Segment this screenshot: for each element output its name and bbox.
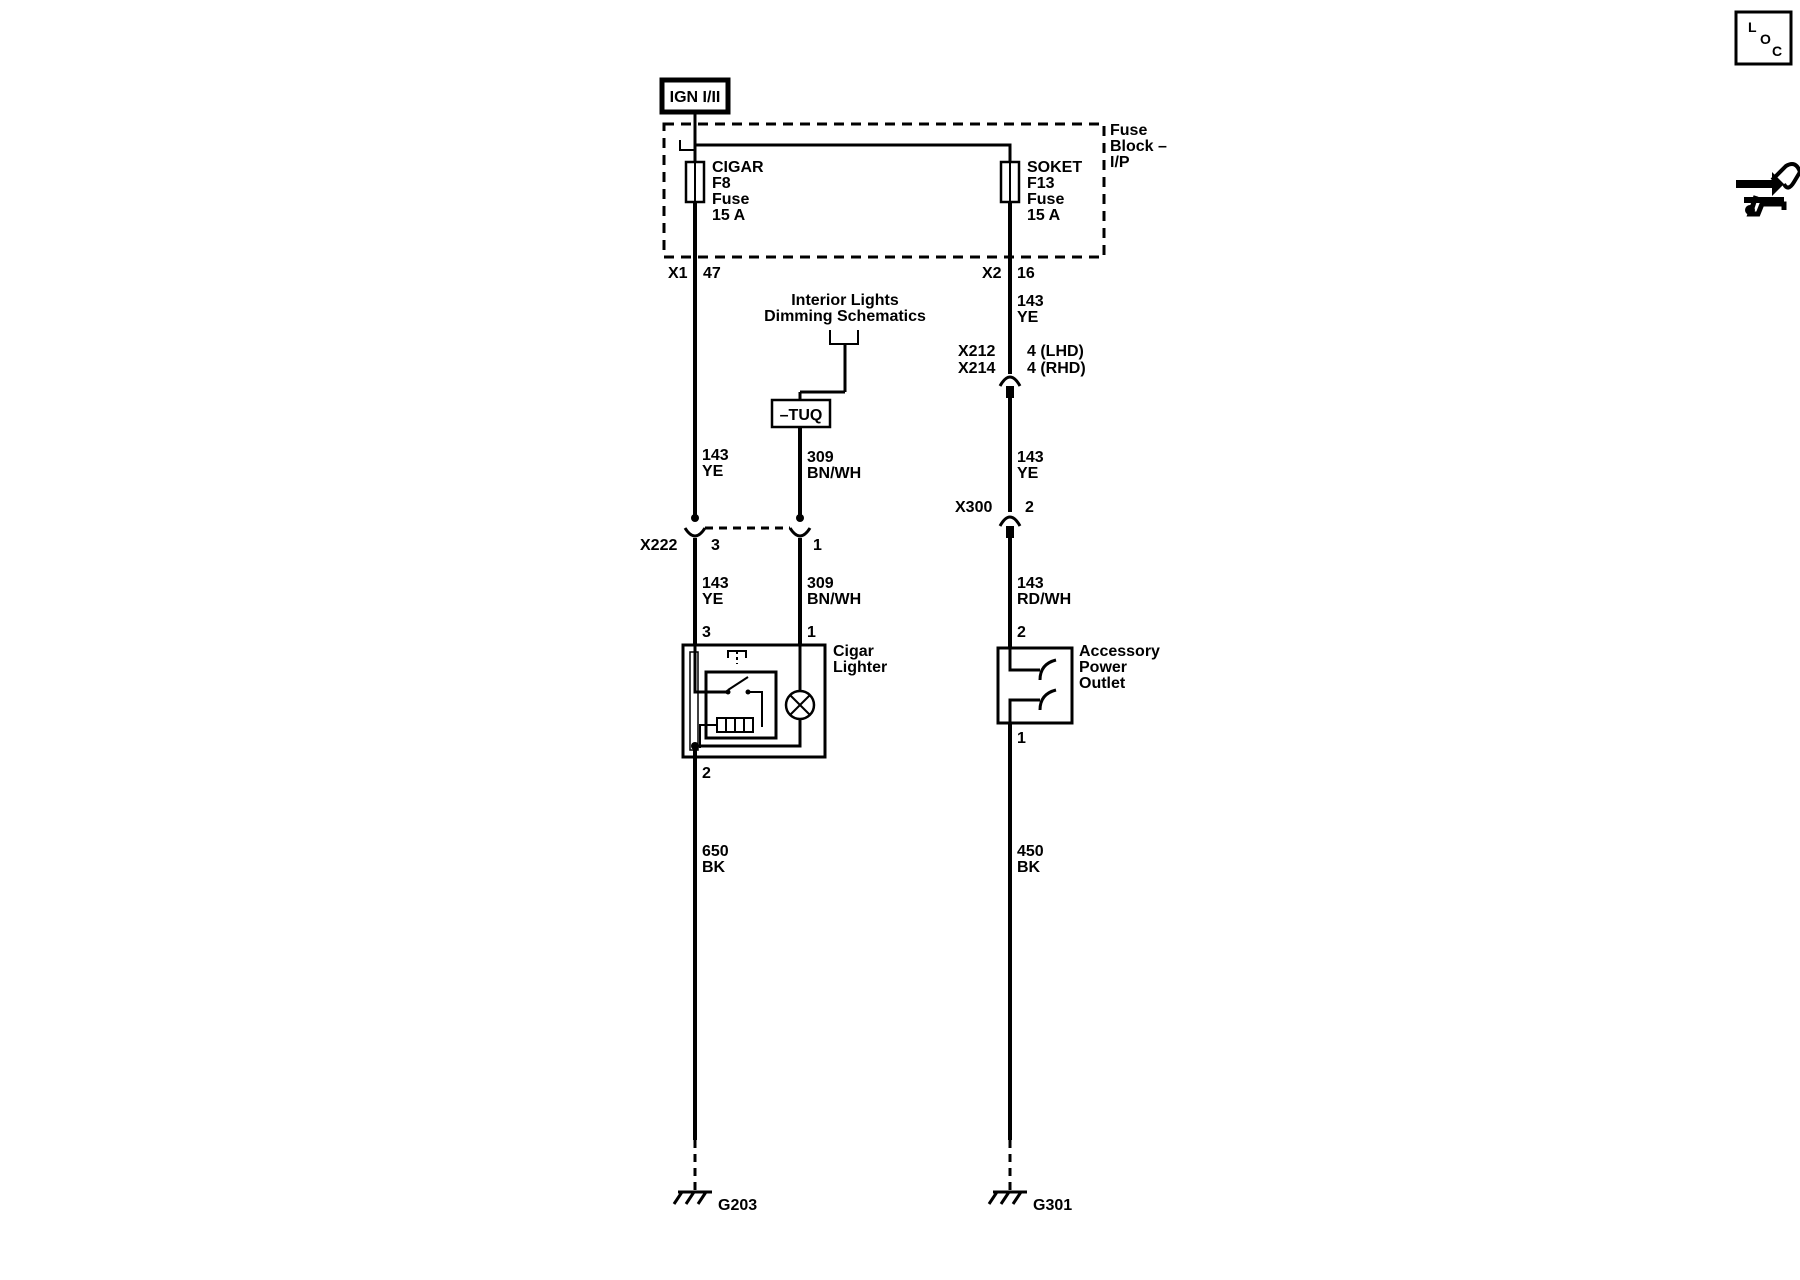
diagnostic-connector-icon: [1736, 162, 1800, 217]
svg-text:2: 2: [702, 765, 711, 782]
svg-text:X222: X222: [640, 537, 677, 554]
svg-text:Fuse: Fuse: [1027, 191, 1064, 208]
fuse-bus-bar: [693, 112, 1012, 162]
svg-text:2: 2: [1017, 624, 1026, 641]
svg-text:309: 309: [807, 449, 834, 466]
bus-splice: [679, 140, 695, 151]
svg-text:X300: X300: [955, 499, 992, 516]
accessory-power-outlet: 2 Accessory Power Outlet 1: [996, 624, 1160, 747]
svg-text:Outlet: Outlet: [1079, 675, 1126, 692]
svg-text:143: 143: [1017, 449, 1044, 466]
svg-text:X212: X212: [958, 343, 995, 360]
option-tuq-box: –TUQ: [770, 398, 832, 429]
svg-text:309: 309: [807, 575, 834, 592]
svg-text:SOKET: SOKET: [1027, 159, 1082, 176]
power-source-label: IGN I/II: [670, 89, 721, 106]
svg-text:BN/WH: BN/WH: [807, 465, 861, 482]
svg-text:Fuse: Fuse: [1110, 122, 1147, 139]
svg-text:Accessory: Accessory: [1079, 643, 1160, 660]
ground-g203-label: G203: [718, 1197, 757, 1214]
svg-text:YE: YE: [1017, 465, 1039, 482]
fuse-f13: SOKET F13 Fuse 15 A: [999, 159, 1082, 224]
svg-text:Interior Lights: Interior Lights: [791, 292, 899, 309]
ground-g301-label: G301: [1033, 1197, 1072, 1214]
svg-text:O: O: [1760, 31, 1771, 47]
svg-text:143: 143: [1017, 293, 1044, 310]
svg-text:Power: Power: [1079, 659, 1127, 676]
svg-text:YE: YE: [702, 463, 724, 480]
svg-text:143: 143: [1017, 575, 1044, 592]
connector-x1-pin: 47: [703, 265, 721, 282]
connector-x2-label: X2: [982, 265, 1002, 282]
svg-text:Block –: Block –: [1110, 138, 1167, 155]
dimming-reference: Interior Lights Dimming Schematics: [764, 292, 926, 400]
svg-text:Fuse: Fuse: [712, 191, 749, 208]
connector-x222: X222 3 1: [640, 514, 822, 554]
svg-text:Dimming Schematics: Dimming Schematics: [764, 308, 926, 325]
ground-g203: G203: [672, 1190, 757, 1214]
svg-text:2: 2: [1025, 499, 1034, 516]
fuse-block-outline: [662, 122, 1106, 259]
svg-text:15 A: 15 A: [712, 207, 746, 224]
svg-text:BN/WH: BN/WH: [807, 591, 861, 608]
svg-text:1: 1: [1017, 730, 1026, 747]
svg-text:15 A: 15 A: [1027, 207, 1061, 224]
ground-g301: G301: [987, 1190, 1072, 1214]
svg-text:YE: YE: [702, 591, 724, 608]
svg-text:L: L: [1748, 19, 1757, 35]
cigar-lighter: 3 1 Cigar Lighter 2: [681, 624, 887, 782]
svg-text:1: 1: [807, 624, 816, 641]
svg-text:C: C: [1772, 43, 1782, 59]
power-source-box: IGN I/II: [659, 77, 731, 115]
svg-text:Cigar: Cigar: [833, 643, 874, 660]
fuse-f8: CIGAR F8 Fuse 15 A: [684, 145, 764, 224]
svg-text:3: 3: [711, 537, 720, 554]
svg-text:1: 1: [813, 537, 822, 554]
svg-text:4 (LHD): 4 (LHD): [1027, 343, 1084, 360]
svg-text:RD/WH: RD/WH: [1017, 591, 1071, 608]
svg-text:4 (RHD): 4 (RHD): [1027, 360, 1086, 377]
loc-badge: L O C: [1734, 10, 1793, 66]
svg-text:F8: F8: [712, 175, 731, 192]
connector-x300: X300 2: [955, 499, 1034, 538]
connector-x1-label: X1: [668, 265, 688, 282]
svg-text:CIGAR: CIGAR: [712, 159, 764, 176]
svg-text:450: 450: [1017, 843, 1044, 860]
svg-text:650: 650: [702, 843, 729, 860]
svg-text:BK: BK: [702, 859, 726, 876]
svg-text:–TUQ: –TUQ: [780, 407, 823, 424]
svg-text:143: 143: [702, 575, 729, 592]
svg-text:YE: YE: [1017, 309, 1039, 326]
connector-x212-x214: X212 X214 4 (LHD) 4 (RHD): [958, 343, 1086, 398]
svg-text:3: 3: [702, 624, 711, 641]
svg-text:F13: F13: [1027, 175, 1055, 192]
svg-text:143: 143: [702, 447, 729, 464]
svg-text:X214: X214: [958, 360, 995, 377]
svg-text:Lighter: Lighter: [833, 659, 887, 676]
fuse-block-label: Fuse Block – I/P: [1110, 122, 1167, 171]
svg-text:I/P: I/P: [1110, 154, 1130, 171]
svg-text:BK: BK: [1017, 859, 1041, 876]
connector-x2-pin: 16: [1017, 265, 1035, 282]
